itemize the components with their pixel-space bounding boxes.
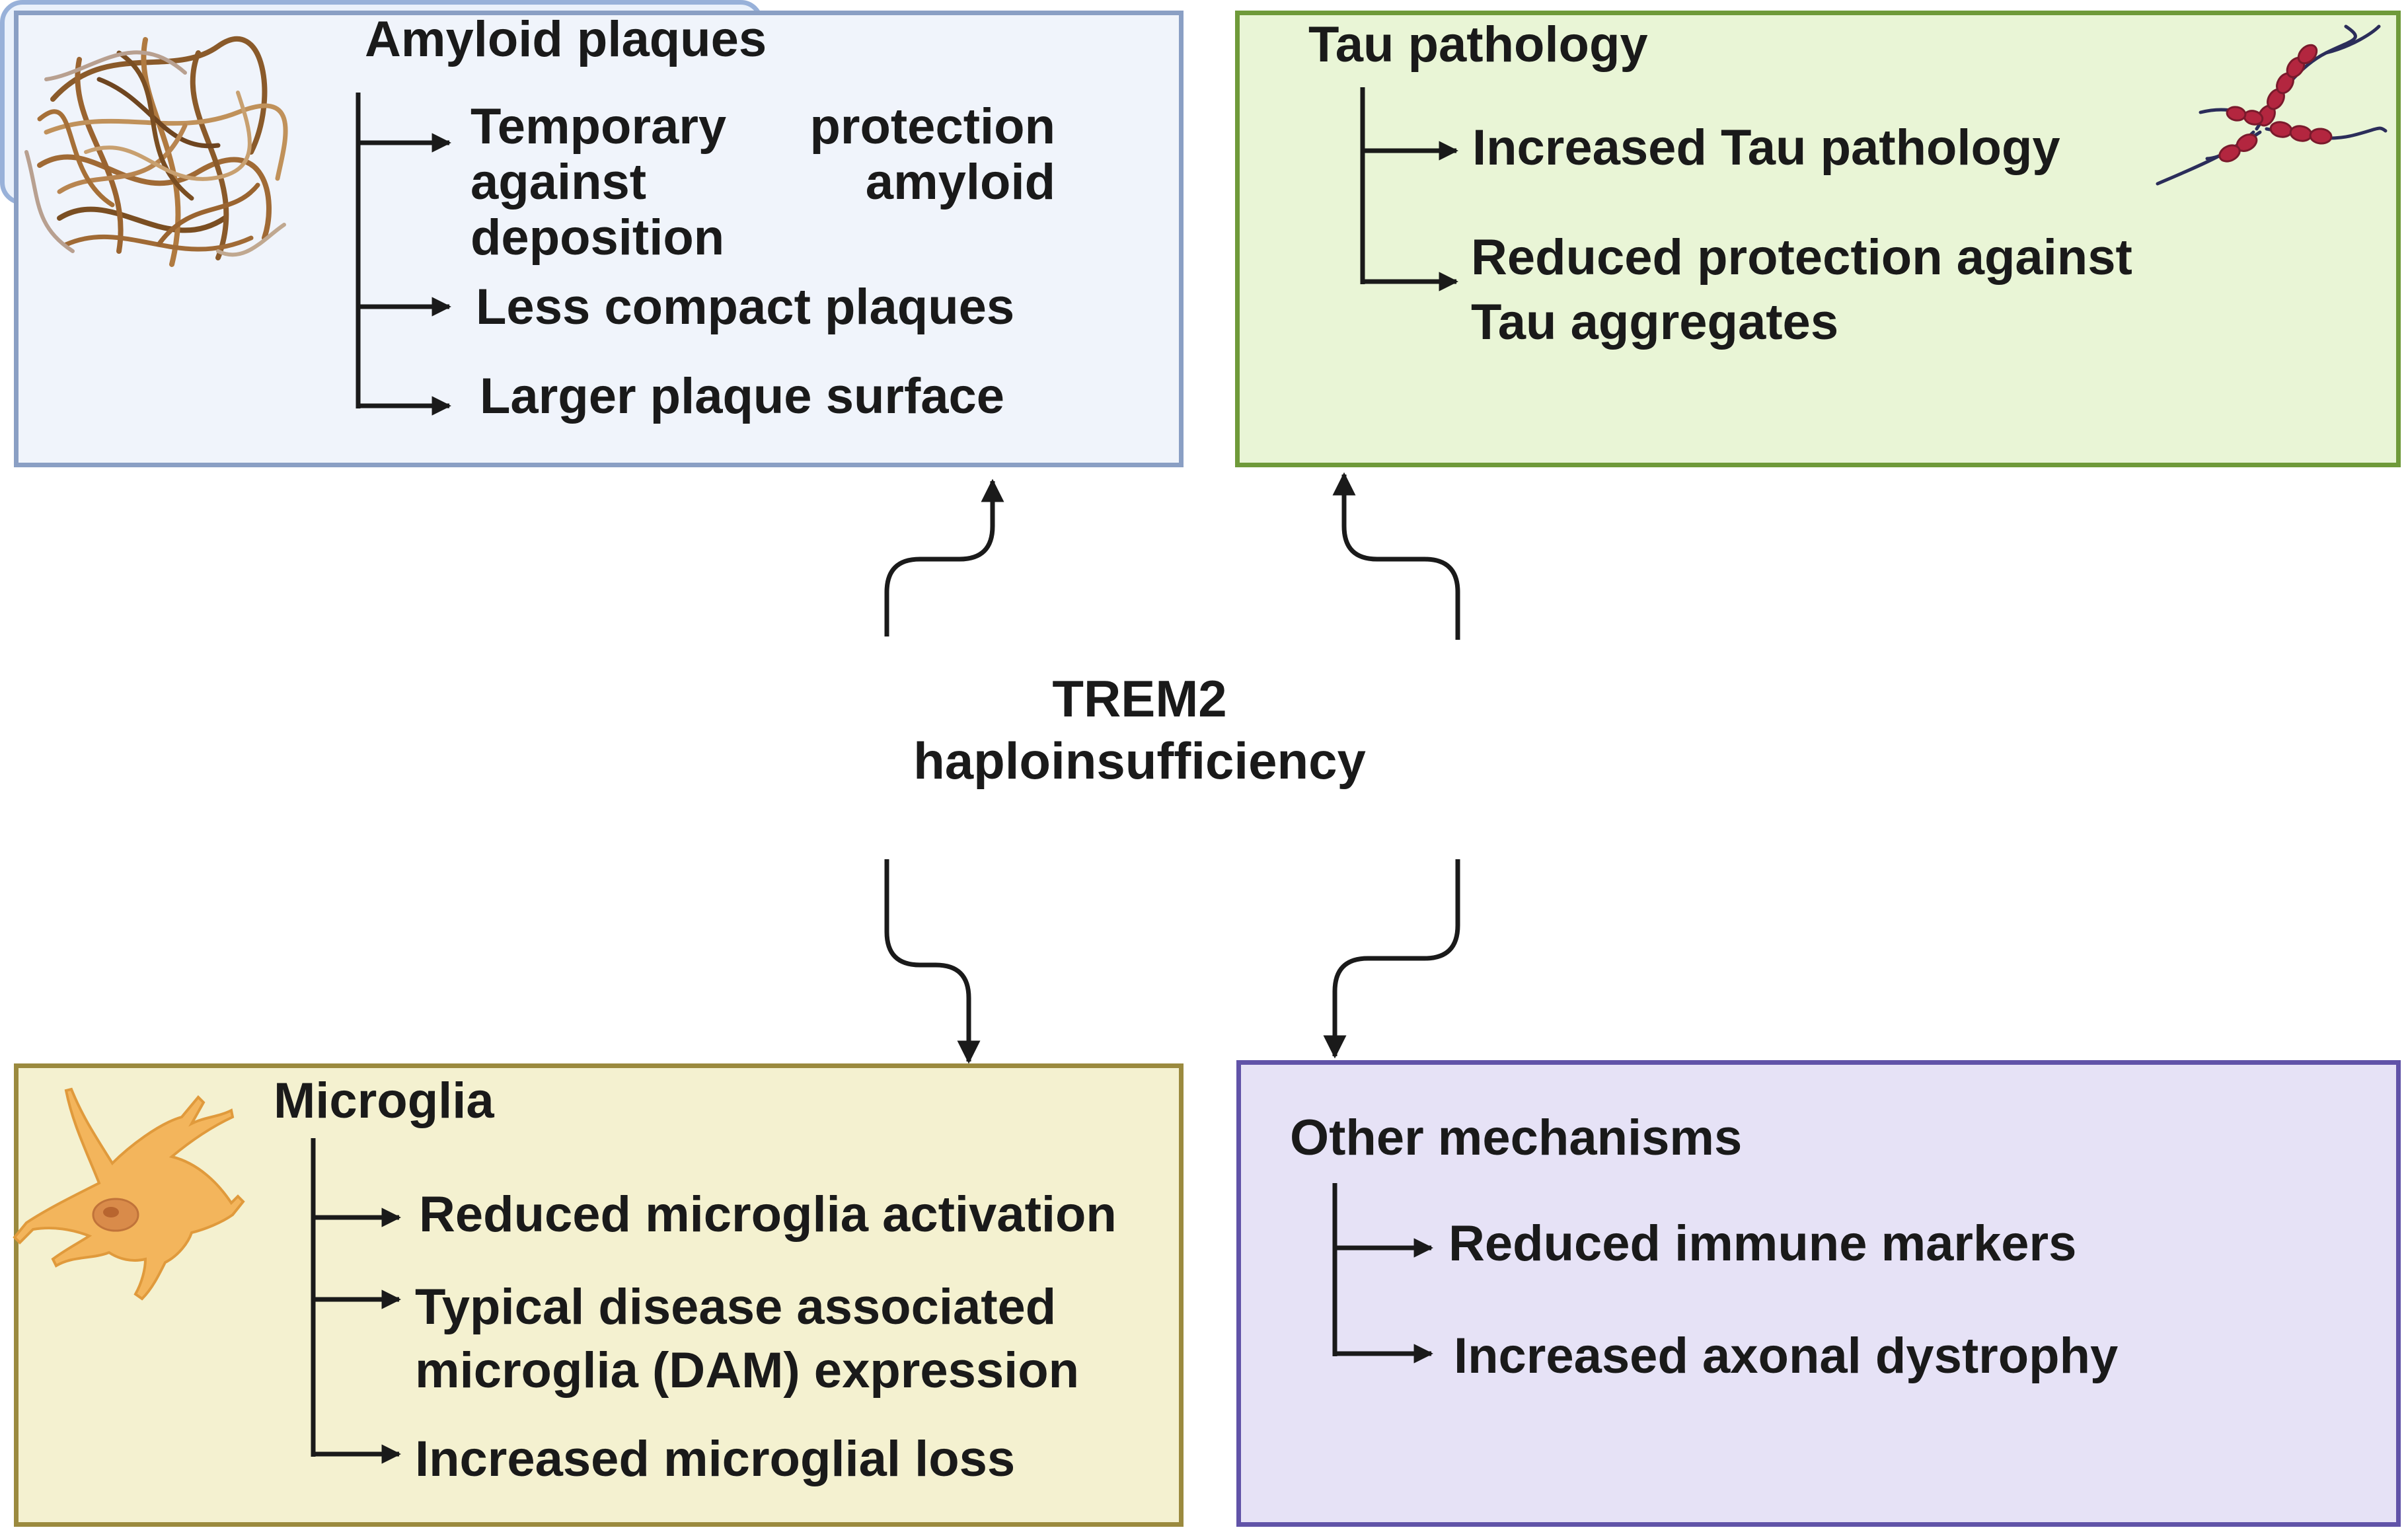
tau-pathology-box <box>1235 11 2401 467</box>
other-mechanisms-box <box>1236 1060 2401 1527</box>
other-title: Other mechanisms <box>1290 1110 1743 1166</box>
tau-item-2-line-1: Reduced protection against <box>1471 229 2132 286</box>
microglia-item-2-line-1: Typical disease associated <box>415 1279 1057 1335</box>
microglia-item-1: Reduced microglia activation <box>419 1186 1117 1243</box>
other-bracket <box>1332 1183 1433 1364</box>
tau-filament-icon <box>2156 24 2388 186</box>
microglia-item-2: Typical disease associated microglia (DA… <box>415 1282 1079 1396</box>
microglia-cell-icon <box>13 1087 245 1301</box>
amyloid-plaques-box <box>14 11 1184 467</box>
other-item-2: Increased axonal dystrophy <box>1454 1328 2119 1384</box>
tau-bracket <box>1360 87 1458 291</box>
amyloid-title: Amyloid plaques <box>365 11 767 67</box>
other-item-1: Reduced immune markers <box>1449 1215 2077 1272</box>
tau-item-2-line-2: Tau aggregates <box>1471 294 1839 350</box>
amyloid-item-1-line-3: deposition <box>470 210 725 266</box>
amyloid-fibril-icon <box>24 36 288 267</box>
amyloid-item-1: Temporary protection against amyloid dep… <box>470 102 1055 263</box>
microglia-item-2-line-2: microglia (DAM) expression <box>415 1342 1080 1399</box>
amyloid-item-1-line-2: against amyloid <box>470 154 1055 210</box>
amyloid-bracket <box>356 93 451 416</box>
amyloid-item-1-line-1: Temporary protection <box>470 98 1055 155</box>
center-connectors <box>884 472 1460 1064</box>
amyloid-item-2: Less compact plaques <box>476 279 1015 335</box>
tau-item-2: Reduced protection against Tau aggregate… <box>1471 233 2132 348</box>
microglia-box <box>14 1063 1184 1527</box>
amyloid-item-3: Larger plaque surface <box>480 368 1005 424</box>
microglia-bracket <box>311 1138 401 1464</box>
center-line-1: TREM2 <box>1052 670 1227 728</box>
microglia-item-3: Increased microglial loss <box>415 1431 1016 1487</box>
tau-item-1: Increased Tau pathology <box>1472 120 2060 176</box>
center-line-2: haploinsufficiency <box>913 732 1366 790</box>
tau-title: Tau pathology <box>1308 17 1648 73</box>
microglia-title: Microglia <box>274 1073 494 1129</box>
